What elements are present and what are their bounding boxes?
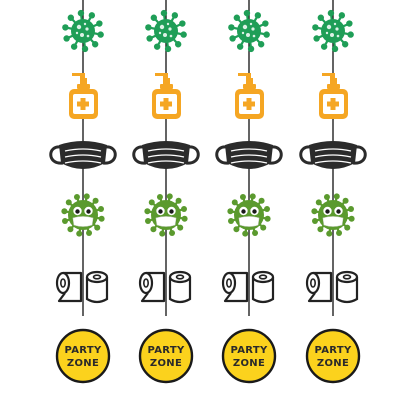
badge-line-2: ZONE (317, 358, 349, 369)
green-virus-icon (145, 9, 187, 53)
face-mask-icon (132, 141, 200, 169)
toilet-paper-icon (305, 270, 359, 304)
badge-line-1: PARTY (65, 345, 102, 356)
smiling-virus-icon (144, 193, 188, 237)
green-virus-icon (62, 9, 104, 53)
badge-line-1: PARTY (148, 345, 185, 356)
party-zone-badge: PARTY ZONE (55, 328, 111, 384)
smiling-virus-icon (311, 193, 355, 237)
party-zone-badge: PARTY ZONE (138, 328, 194, 384)
toilet-paper-icon (221, 270, 275, 304)
badge-line-1: PARTY (315, 345, 352, 356)
smiling-virus-icon (61, 193, 105, 237)
party-zone-badge: PARTY ZONE (305, 328, 361, 384)
hand-sanitizer-icon (319, 73, 348, 119)
badge-line-2: ZONE (150, 358, 182, 369)
party-zone-badge: PARTY ZONE (221, 328, 277, 384)
badge-line-2: ZONE (67, 358, 99, 369)
hand-sanitizer-icon (69, 73, 98, 119)
face-mask-icon (215, 141, 283, 169)
toilet-paper-icon (138, 270, 192, 304)
smiling-virus-icon (227, 193, 271, 237)
badge-line-2: ZONE (233, 358, 265, 369)
hand-sanitizer-icon (235, 73, 264, 119)
green-virus-icon (228, 9, 270, 53)
badge-line-1: PARTY (231, 345, 268, 356)
hand-sanitizer-icon (152, 73, 181, 119)
toilet-paper-icon (55, 270, 109, 304)
face-mask-icon (299, 141, 367, 169)
face-mask-icon (49, 141, 117, 169)
green-virus-icon (312, 9, 354, 53)
